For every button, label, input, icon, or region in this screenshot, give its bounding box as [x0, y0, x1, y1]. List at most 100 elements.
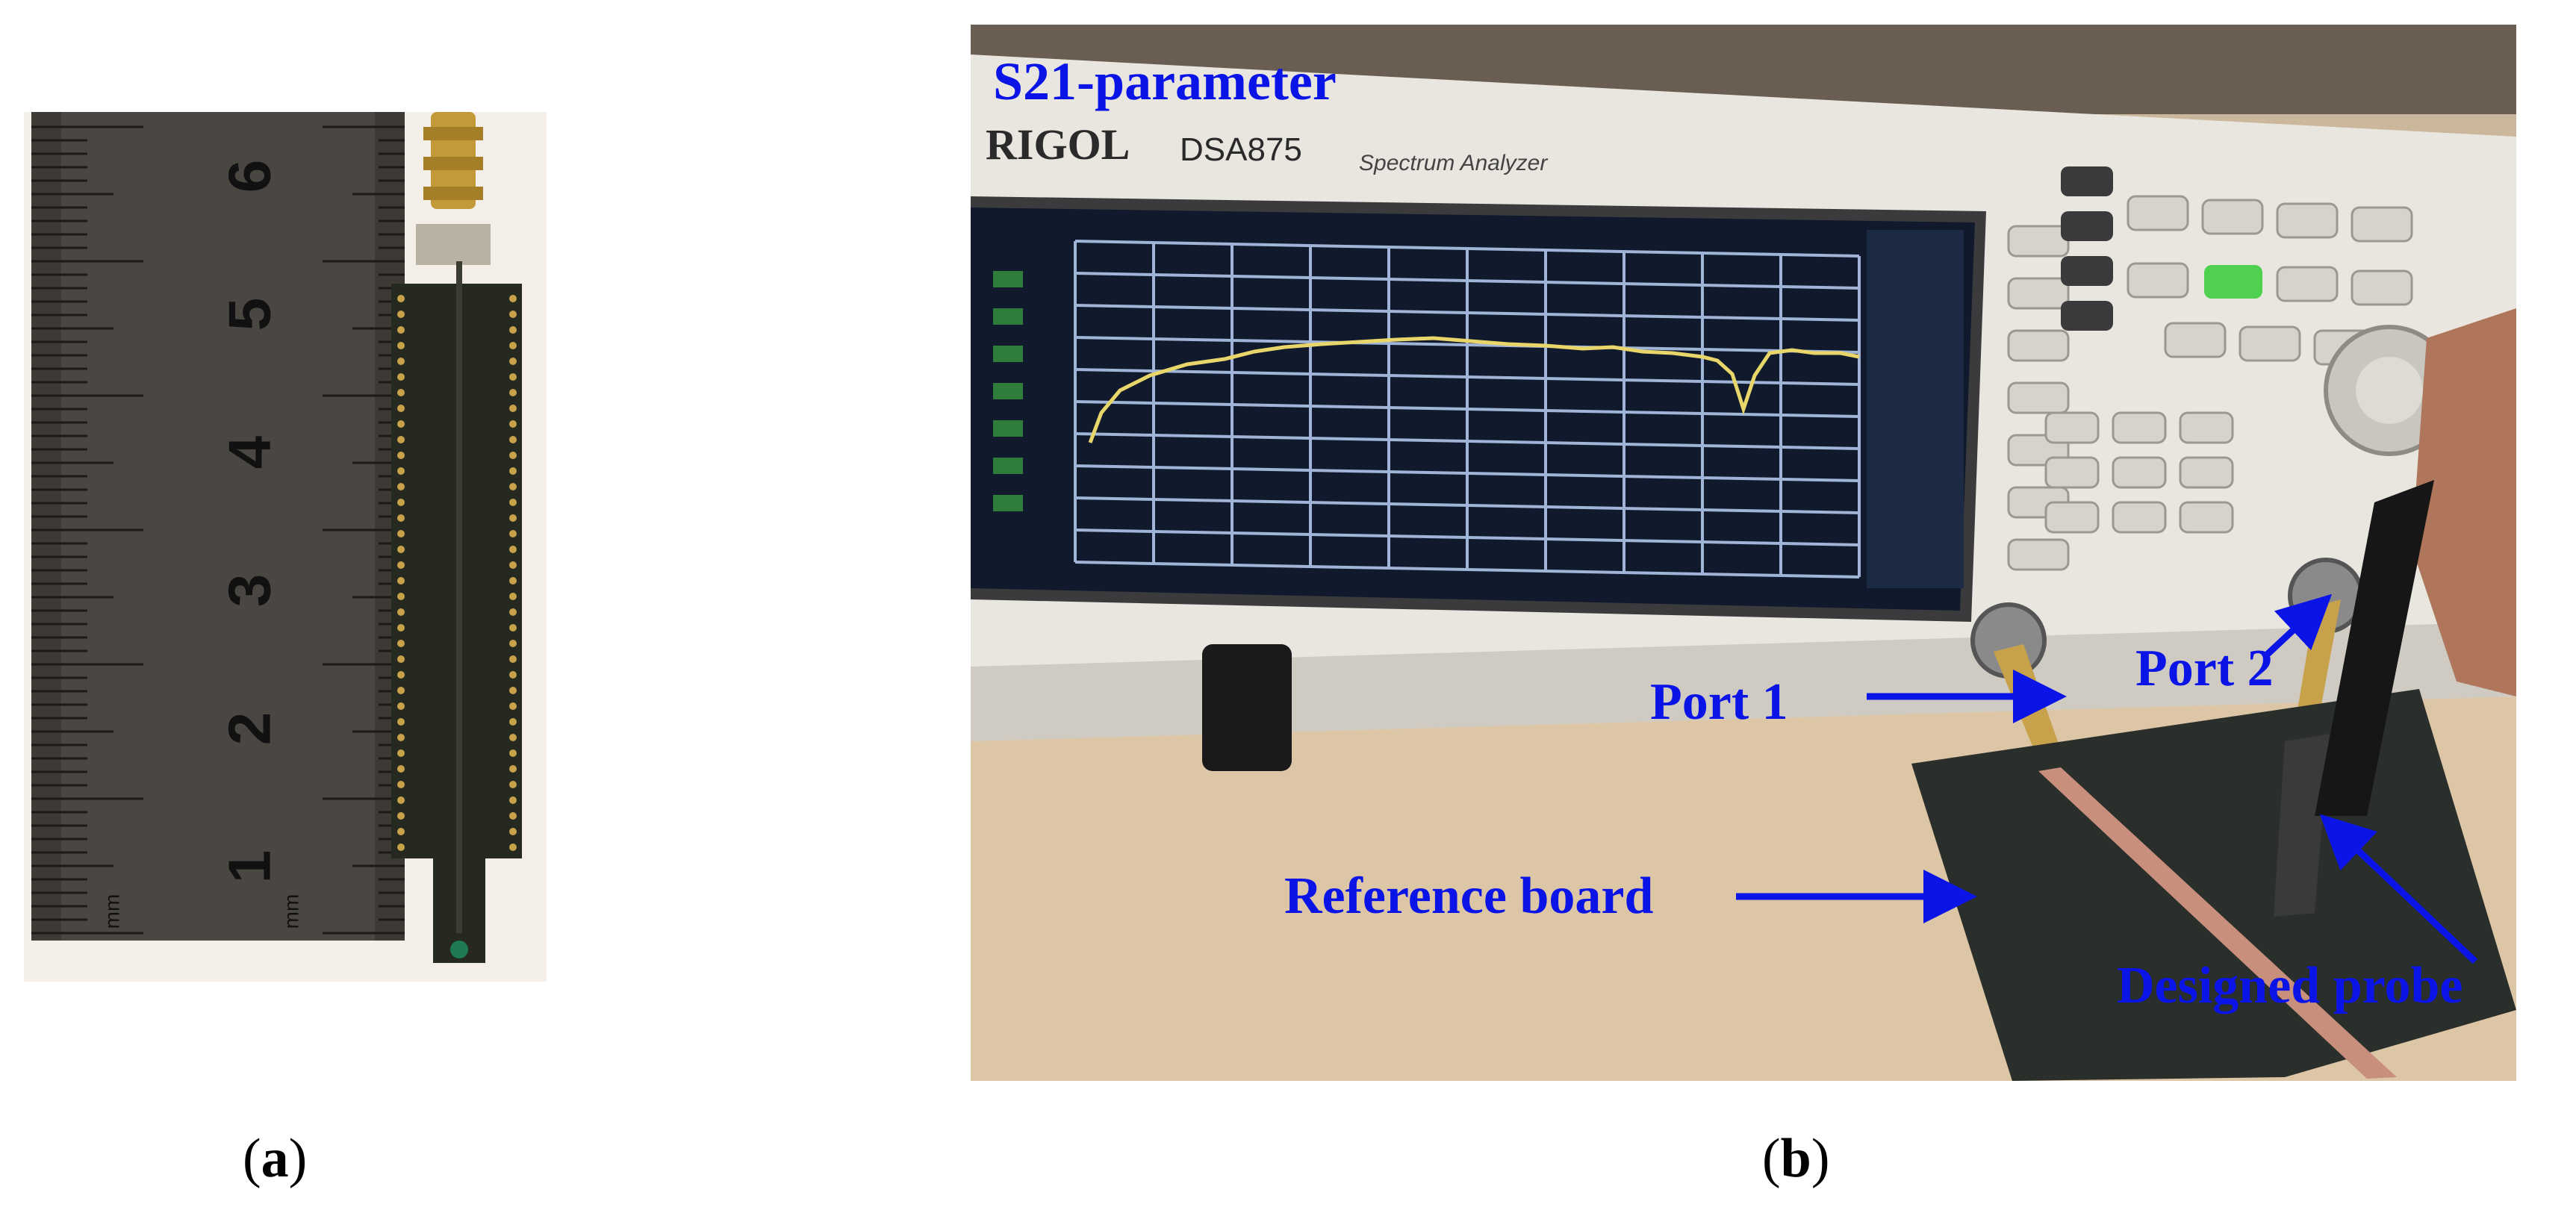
probe-via [397, 812, 405, 820]
probe-via [397, 687, 405, 694]
probe-via [509, 373, 517, 381]
probe-via [397, 608, 405, 616]
probe-via [397, 844, 405, 851]
model-label: DSA875 [1180, 131, 1302, 168]
probe-via [397, 828, 405, 835]
probe-via [509, 405, 517, 412]
probe-via [397, 702, 405, 710]
probe-via [509, 546, 517, 553]
probe-via [397, 389, 405, 396]
usb-stick [1202, 644, 1292, 771]
caption-b: (b) [1762, 1128, 1830, 1189]
probe-via [397, 452, 405, 459]
s21-trace [1088, 336, 1860, 443]
probe-via [397, 546, 405, 553]
designed-probe [2274, 734, 2330, 917]
designed-probe-label: Designed probe [2117, 957, 2463, 1014]
ruler-number: 6 [216, 159, 283, 193]
ruler [31, 112, 405, 941]
probe-via [509, 577, 517, 584]
probe-via [509, 311, 517, 318]
probe-via [397, 640, 405, 647]
probe-via [397, 561, 405, 569]
probe-via [509, 561, 517, 569]
probe-via [509, 702, 517, 710]
probe-via [397, 326, 405, 334]
ruler-unit: mm [279, 894, 303, 929]
probe-via [397, 734, 405, 741]
ruler-number: 1 [216, 849, 283, 884]
probe-via [397, 624, 405, 632]
probe-via [509, 483, 517, 490]
probe-via [397, 765, 405, 773]
probe-via [397, 436, 405, 443]
probe-via [509, 624, 517, 632]
probe-via [509, 734, 517, 741]
probe-via [397, 358, 405, 365]
probe-via [397, 483, 405, 490]
probe-via [509, 389, 517, 396]
probe-via [397, 467, 405, 475]
probe-via [509, 326, 517, 334]
ruler-number: 2 [216, 711, 283, 746]
probe-via [397, 405, 405, 412]
probe-via [397, 342, 405, 349]
probe-via [397, 593, 405, 600]
photo-ruler-and-probe: 6 5 4 3 2 1 mm mm [24, 112, 547, 982]
ruler-probe-illustration [24, 112, 547, 982]
probe-via [509, 765, 517, 773]
probe-via [397, 671, 405, 679]
probe-via [397, 295, 405, 302]
reference-board-label: Reference board [1284, 867, 1653, 925]
probe-via [509, 467, 517, 475]
probe-via [397, 796, 405, 804]
ruler-number: 3 [216, 573, 283, 608]
probe-via [509, 420, 517, 428]
probe-via [397, 499, 405, 506]
port-1-label: Port 1 [1650, 673, 1788, 731]
probe-via [397, 530, 405, 537]
measurement-illustration: RIGOL DSA875 Spectrum Analyzer S21-param… [971, 25, 2516, 1081]
probe-via [397, 718, 405, 726]
probe-via [509, 436, 517, 443]
designed-probe-arrow [2319, 814, 2478, 964]
probe-via [509, 718, 517, 726]
s21-title: S21-parameter [993, 52, 1337, 111]
photo-measurement-setup: RIGOL DSA875 Spectrum Analyzer S21-param… [971, 25, 2516, 1081]
probe-via [509, 781, 517, 788]
probe-via [509, 796, 517, 804]
brand-logo: RIGOL [986, 120, 1130, 169]
ruler-unit: mm [100, 894, 124, 929]
ruler-number: 5 [216, 297, 283, 331]
probe-via [397, 577, 405, 584]
probe-via [509, 530, 517, 537]
probe-via [509, 844, 517, 851]
instrument-subtitle: Spectrum Analyzer [1359, 151, 1548, 175]
probe-via [509, 828, 517, 835]
probe-via [509, 655, 517, 663]
screen-grid [1074, 240, 1861, 579]
probe-via [509, 452, 517, 459]
probe-via [509, 608, 517, 616]
probe-via [509, 687, 517, 694]
probe-via [397, 749, 405, 757]
caption-a: (a) [243, 1128, 308, 1189]
probe-via [509, 640, 517, 647]
probe-via [397, 373, 405, 381]
probe-via [509, 499, 517, 506]
probe-via [509, 514, 517, 522]
port-2-arrow [2263, 593, 2333, 658]
probe-via [509, 812, 517, 820]
probe-via [509, 671, 517, 679]
probe-via [397, 420, 405, 428]
probe-via [509, 749, 517, 757]
probe-via [509, 295, 517, 302]
probe-via [509, 342, 517, 349]
probe-via [397, 311, 405, 318]
probe-via [509, 593, 517, 600]
probe-via [397, 514, 405, 522]
probe-via [509, 358, 517, 365]
port-2-label: Port 2 [2135, 640, 2274, 697]
probe-via [397, 781, 405, 788]
probe-via [397, 655, 405, 663]
